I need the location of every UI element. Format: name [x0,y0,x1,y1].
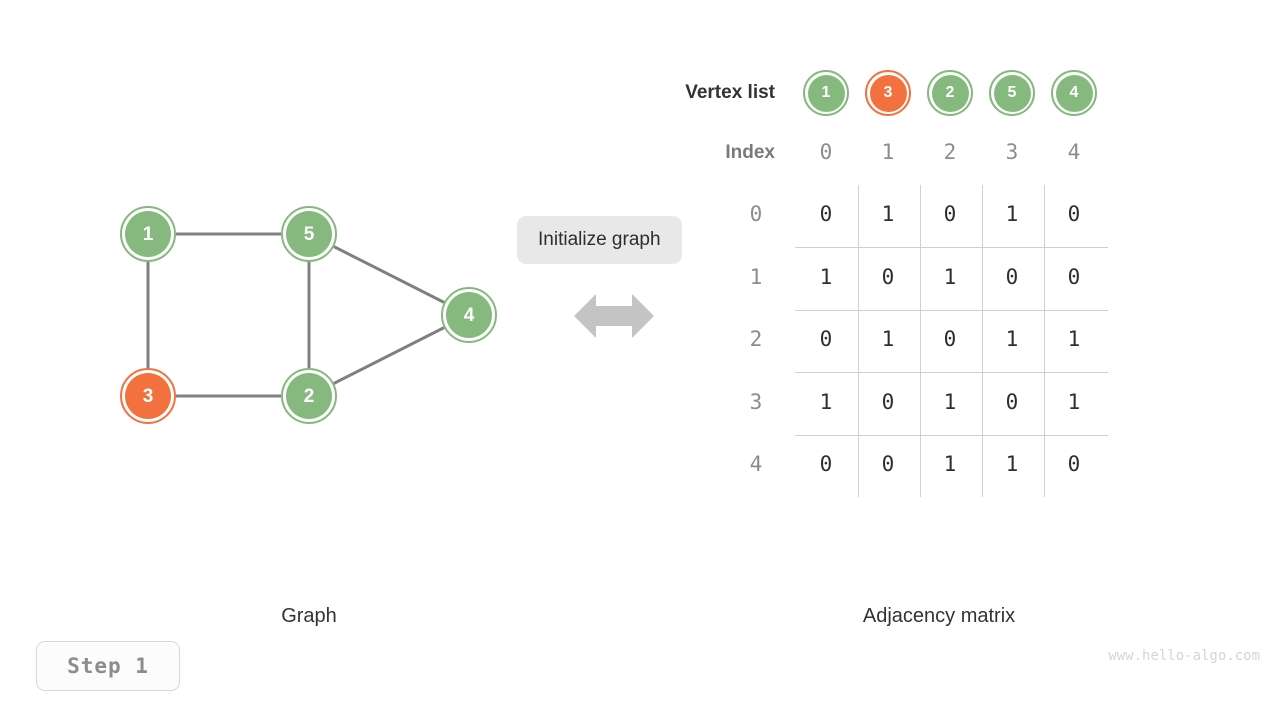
graph-edge [333,245,445,304]
vertex-chip-5[interactable]: 5 [989,70,1035,116]
matrix-cell-4-3: 1 [1005,452,1019,476]
index-cell-2: 2 [943,140,957,164]
matrix-cell-0-0: 0 [819,202,833,226]
graph-node-1[interactable]: 1 [120,206,176,262]
matrix-cell-4-1: 0 [881,452,895,476]
matrix-cell-1-0: 1 [819,265,833,289]
matrix-cell-2-1: 1 [881,327,895,351]
vertex-list-label: Vertex list [685,82,775,103]
matrix-cell-1-4: 0 [1067,265,1081,289]
matrix-cell-4-0: 0 [819,452,833,476]
vertex-chip-label: 1 [807,74,845,112]
vertex-chip-2[interactable]: 2 [927,70,973,116]
matrix-cell-3-0: 1 [819,390,833,414]
matrix-row-label-1: 1 [749,265,763,289]
vertex-chip-label: 3 [869,74,907,112]
graph-node-3[interactable]: 3 [120,368,176,424]
matrix-row-label-2: 2 [749,327,763,351]
graph-node-label: 5 [286,211,332,257]
matrix-cell-3-1: 0 [881,390,895,414]
graph-panel: 1 5 4 3 2 [0,0,520,560]
index-cell-4: 4 [1067,140,1081,164]
vertex-chip-4[interactable]: 4 [1051,70,1097,116]
graph-edges-layer [146,232,445,398]
vertex-chip-label: 2 [931,74,969,112]
matrix-row-label-0: 0 [749,202,763,226]
matrix-row-label-4: 4 [749,452,763,476]
matrix-cell-0-3: 1 [1005,202,1019,226]
graph-node-5[interactable]: 5 [281,206,337,262]
graph-node-label: 4 [446,292,492,338]
graph-node-4[interactable]: 4 [441,287,497,343]
step-badge: Step 1 [36,641,180,691]
index-label: Index [725,142,775,163]
matrix-cell-0-1: 1 [881,202,895,226]
vertex-chip-3[interactable]: 3 [865,70,911,116]
matrix-cell-0-4: 0 [1067,202,1081,226]
graph-node-label: 2 [286,373,332,419]
matrix-cell-4-4: 0 [1067,452,1081,476]
matrix-cell-1-3: 0 [1005,265,1019,289]
matrix-cell-2-3: 1 [1005,327,1019,351]
index-cell-1: 1 [881,140,895,164]
index-cell-0: 0 [819,140,833,164]
graph-caption: Graph [281,605,337,627]
watermark: www.hello-algo.com [1108,648,1260,664]
matrix-cell-4-2: 1 [943,452,957,476]
matrix-cell-1-1: 0 [881,265,895,289]
matrix-cell-0-2: 0 [943,202,957,226]
double-arrow-horizontal-icon [574,294,654,338]
vertex-chip-1[interactable]: 1 [803,70,849,116]
graph-edge [333,326,445,385]
matrix-cell-3-2: 1 [943,390,957,414]
graph-node-label: 1 [125,211,171,257]
matrix-cell-2-0: 0 [819,327,833,351]
matrix-cell-2-2: 0 [943,327,957,351]
matrix-caption: Adjacency matrix [862,605,1016,627]
vertex-chip-label: 4 [1055,74,1093,112]
matrix-row-label-3: 3 [749,390,763,414]
matrix-gridlines [795,185,1108,497]
index-cell-3: 3 [1005,140,1019,164]
matrix-cell-1-2: 1 [943,265,957,289]
graph-node-label: 3 [125,373,171,419]
operation-label: Initialize graph [517,216,682,264]
matrix-cell-2-4: 1 [1067,327,1081,351]
graph-node-2[interactable]: 2 [281,368,337,424]
vertex-chip-label: 5 [993,74,1031,112]
matrix-cell-3-4: 1 [1067,390,1081,414]
matrix-cell-3-3: 0 [1005,390,1019,414]
